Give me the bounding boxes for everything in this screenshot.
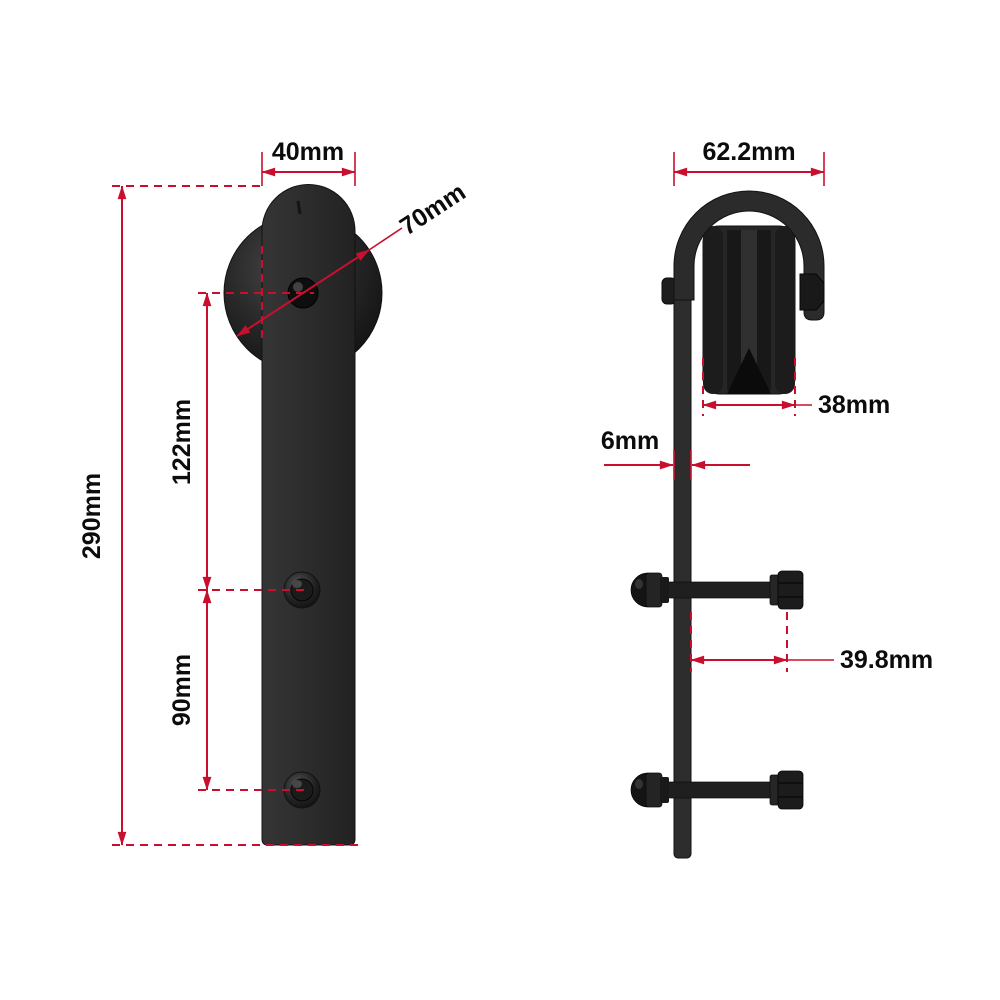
wheel-groove-ridge [741, 230, 757, 390]
dim-strap-width: 40mm [261, 138, 356, 186]
dim-label-overall-width: 62.2mm [702, 138, 795, 166]
acorn-nut [630, 572, 649, 608]
wheel-bracket [673, 190, 825, 321]
hanger-side [630, 190, 825, 859]
leader-line [368, 227, 403, 251]
nut-collar [645, 772, 663, 808]
acorn-nut [630, 772, 649, 808]
side-view: 62.2mm 38mm 6mm 39.8mm [601, 138, 933, 859]
acorn-highlight [635, 579, 643, 589]
strap-plate-side [673, 259, 692, 859]
dim-label-roller-width: 38mm [818, 391, 890, 419]
dim-label-total-height: 290mm [78, 473, 106, 559]
dim-label-strap-width: 40mm [272, 138, 344, 166]
bolt-highlight [292, 580, 302, 588]
dim-label-wheel-diameter: 70mm [395, 178, 471, 241]
hex-head [777, 570, 804, 610]
hex-head [777, 770, 804, 810]
hanger-front [223, 184, 383, 846]
wheel-v-notch [727, 348, 771, 394]
mounting-bolt-side-1 [630, 570, 804, 610]
roller-wheel-side [702, 225, 796, 395]
washer-left [660, 577, 669, 603]
dim-bolt-spacing: 90mm [168, 589, 304, 791]
front-view: 40mm 70mm 290mm 122mm 90mm [78, 138, 471, 846]
axle-hub-highlight [293, 282, 303, 292]
bolt-shaft [663, 781, 783, 799]
axle-nut-right [799, 273, 825, 311]
dim-roller-width: 38mm [702, 358, 890, 419]
washer-left [660, 777, 669, 803]
dim-label-bolt-projection: 39.8mm [840, 646, 933, 674]
bolt-shaft [663, 581, 783, 599]
dim-label-bolt-spacing: 90mm [168, 654, 196, 726]
wheel-flange-right [775, 226, 795, 394]
acorn-highlight [635, 779, 643, 789]
dim-strap-thickness: 6mm [601, 427, 750, 480]
dim-bolt-projection: 39.8mm [690, 612, 933, 674]
wheel-flange-left [703, 226, 723, 394]
dim-label-strap-thickness: 6mm [601, 427, 659, 455]
strap-top-mark [296, 200, 302, 215]
bolt-highlight [292, 780, 302, 788]
dim-overall-width: 62.2mm [673, 138, 825, 186]
mounting-bolt-side-2 [630, 770, 804, 810]
dim-label-wheel-to-bolt: 122mm [168, 399, 196, 485]
dim-wheel-to-bolt: 122mm [168, 246, 314, 591]
dim-total-height: 290mm [78, 185, 362, 846]
nut-collar [645, 572, 663, 608]
